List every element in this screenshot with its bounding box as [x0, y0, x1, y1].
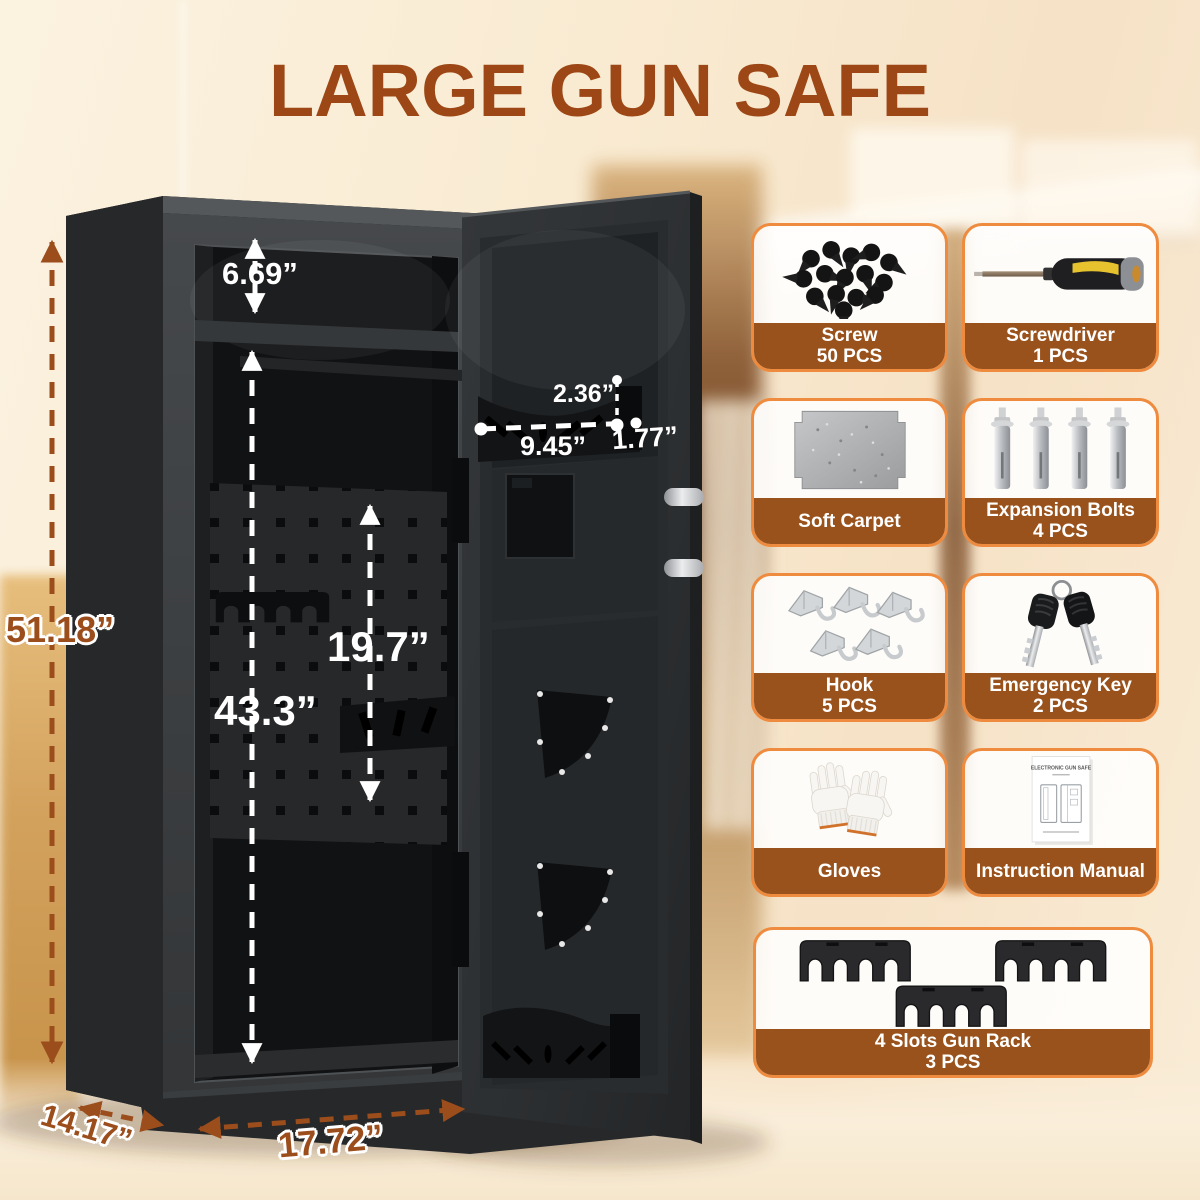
- accessory-qty: 50 PCS: [816, 346, 883, 367]
- base-width-label: 17.72”: [276, 1117, 385, 1166]
- background-floor: [0, 1058, 1200, 1200]
- background-storage-box: [850, 128, 1015, 234]
- emergency-keys-icon: [965, 576, 1156, 673]
- interior-gun-rack: [215, 591, 330, 623]
- accessory-card-hook: Hook 5 PCS: [751, 573, 948, 722]
- hooks-icon: [754, 576, 945, 673]
- gloves-icon: [754, 751, 945, 848]
- screwdriver-icon: [965, 226, 1156, 323]
- background-wood-cabinet: [0, 575, 80, 1120]
- door-organizer-depth-label: 1.77”: [610, 420, 679, 456]
- interior-height-label: 43.3”: [214, 687, 317, 734]
- accessory-card-gloves: Gloves: [751, 748, 948, 897]
- accessory-card-instruction-manual: ELECTRONIC GUN SAFE Instruction Manual: [962, 748, 1159, 897]
- accessory-card-expansion-bolts: Expansion Bolts 4 PCS: [962, 398, 1159, 547]
- background-open-wardrobe: [592, 165, 762, 1055]
- gun-rack-icon: [756, 930, 1150, 1029]
- accessory-name: Instruction Manual: [976, 860, 1145, 882]
- gun-safe-door: [445, 190, 704, 1144]
- accessory-name: Expansion Bolts: [986, 500, 1135, 521]
- accessory-qty: 4 PCS: [1033, 521, 1088, 542]
- screws-icon: [754, 226, 945, 323]
- door-organizer-width-label: 9.45”: [520, 431, 587, 461]
- interior-barrel-bracket: [340, 696, 455, 753]
- door-organizer-height-label: 2.36”: [553, 380, 615, 408]
- instruction-manual-icon: ELECTRONIC GUN SAFE: [965, 751, 1156, 848]
- accessory-name: 4 Slots Gun Rack: [874, 1031, 1032, 1052]
- door-hinge: [452, 852, 469, 967]
- accessory-name: Soft Carpet: [798, 510, 901, 532]
- gun-safe-cabinet: [66, 196, 690, 1154]
- accessory-qty: 5 PCS: [822, 696, 877, 717]
- accessory-qty: 1 PCS: [1033, 346, 1088, 367]
- accessory-name: Screwdriver: [1006, 325, 1115, 346]
- accessory-qty: 3 PCS: [925, 1052, 981, 1073]
- expansion-bolts-icon: [965, 401, 1156, 498]
- safe-base: [140, 1078, 690, 1154]
- door-lock-bolts: [664, 488, 704, 577]
- accessory-card-gun-rack: 4 Slots Gun Rack 3 PCS: [753, 927, 1153, 1078]
- door-mesh-pocket: [537, 862, 613, 950]
- accessory-card-screw: Screw 50 PCS: [751, 223, 948, 372]
- door-mesh-pocket: [537, 690, 613, 778]
- accessory-name: Emergency Key: [989, 675, 1132, 696]
- accessory-card-screwdriver: Screwdriver 1 PCS: [962, 223, 1159, 372]
- accessory-qty: 2 PCS: [1033, 696, 1088, 717]
- base-depth-label: 14.17”: [36, 1097, 137, 1158]
- door-battery-box: [505, 473, 575, 559]
- accessory-card-emergency-key: Emergency Key 2 PCS: [962, 573, 1159, 722]
- accessory-name: Gloves: [817, 860, 882, 882]
- product-title: LARGE GUN SAFE: [269, 49, 931, 132]
- accessory-card-soft-carpet: Soft Carpet: [751, 398, 948, 547]
- interior-depth-label: 19.7”: [327, 623, 430, 670]
- top-shelf-clearance-label: 6.69”: [222, 256, 298, 291]
- accessory-name: Screw: [821, 325, 878, 346]
- door-bottom-bracket: [483, 1007, 640, 1078]
- soft-carpet-icon: [754, 401, 945, 498]
- overall-height-label: 51.18”: [6, 609, 115, 650]
- safe-shelf: [195, 320, 462, 381]
- door-hinge: [452, 458, 469, 543]
- accessory-name: Hook: [825, 675, 874, 696]
- manual-cover-title: ELECTRONIC GUN SAFE: [1030, 765, 1091, 771]
